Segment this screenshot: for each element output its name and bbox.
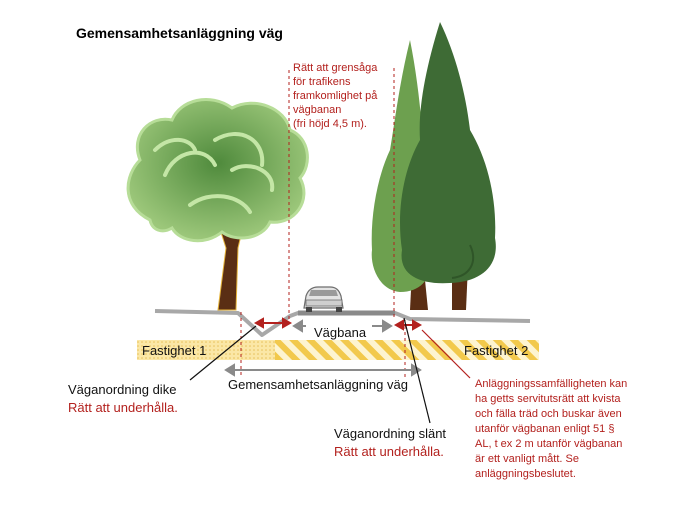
dike-pointer: [189, 325, 257, 381]
dike-title: Väganordning dike: [68, 382, 177, 397]
property-strip-2: [275, 340, 539, 360]
clearance-note: Rätt att grensåga för trafikens framkoml…: [293, 61, 377, 131]
slant-right: Rätt att underhålla.: [334, 444, 444, 459]
vagbana-arrow: [292, 319, 393, 333]
association-note: Anläggningssamfälligheten kan ha getts s…: [475, 377, 627, 482]
association-note-line: är ett vanligt mått. Se: [475, 453, 579, 465]
clearance-note-line: (fri höjd 4,5 m).: [293, 118, 367, 130]
vagbana-label: Vägbana: [314, 325, 367, 340]
dike-right: Rätt att underhålla.: [68, 400, 178, 415]
page-title: Gemensamhetsanläggning väg: [76, 25, 283, 41]
gemensamhet-arrow: [224, 363, 422, 377]
clearance-note-line: Rätt att grensåga: [293, 62, 378, 74]
association-note-line: AL, t ex 2 m utanför vägbanan: [475, 438, 623, 450]
association-note-line: anläggningsbeslutet.: [475, 468, 576, 480]
association-pointer: [421, 329, 471, 379]
clearance-note-line: framkomlighet på: [293, 90, 378, 102]
association-note-line: Anläggningssamfälligheten kan: [475, 378, 628, 390]
slant-note: Väganordning slänt Rätt att underhålla.: [334, 425, 446, 461]
dike-note: Väganordning dike Rätt att underhålla.: [68, 381, 178, 417]
road-profile: [154, 309, 531, 337]
fastighet-1-label: Fastighet 1: [142, 343, 207, 358]
deciduous-tree: [126, 98, 309, 311]
association-note-line: och fälla träd och buskar även: [475, 408, 622, 420]
slant-pointer: [403, 317, 431, 424]
car-icon: [303, 286, 344, 312]
clearance-note-line: för trafikens: [293, 76, 351, 88]
conifer-trees: [371, 22, 496, 310]
association-note-line: utanför vägbanan enligt 51 §: [475, 423, 615, 435]
association-note-line: ha getts servitutsrätt att kvista: [475, 393, 621, 405]
margin-arrows: [253, 317, 423, 331]
gemensamhet-label: Gemensamhetsanläggning väg: [228, 377, 408, 392]
slant-title: Väganordning slänt: [334, 426, 447, 441]
fastighet-2-label: Fastighet 2: [464, 343, 529, 358]
clearance-note-line: vägbanan: [293, 104, 342, 116]
